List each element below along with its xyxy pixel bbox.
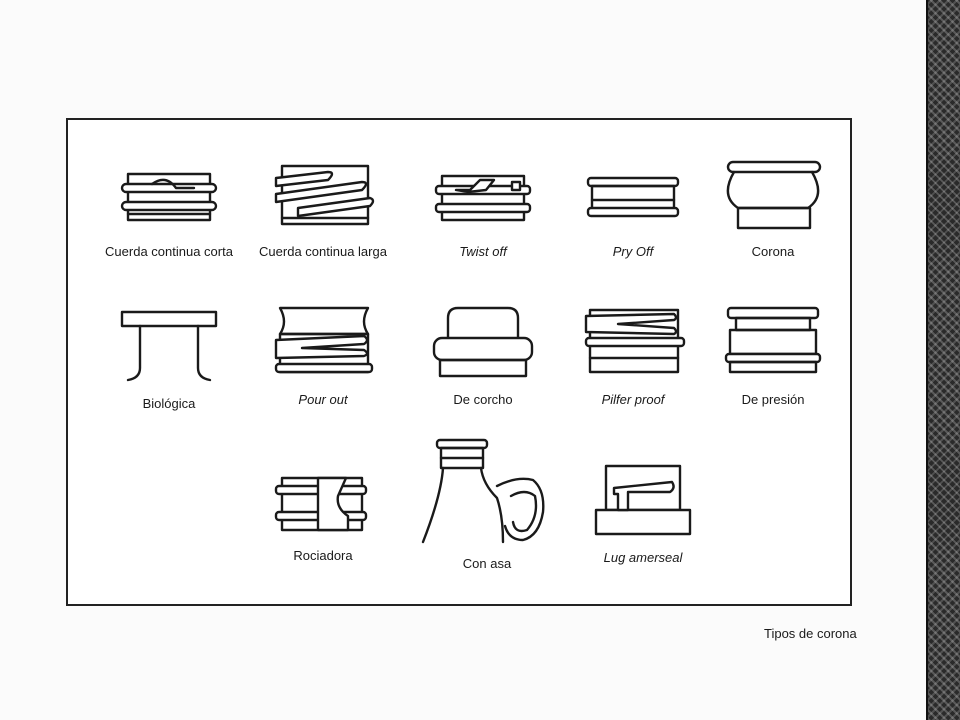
figure-item: De corcho — [408, 302, 558, 407]
handled-jug-icon — [421, 438, 545, 544]
pilfer-proof-icon — [584, 308, 686, 374]
item-label: Pour out — [298, 392, 348, 407]
figure-item: Cuerda continua corta — [94, 160, 244, 259]
decorative-side-strip — [926, 0, 960, 720]
item-label: Lug amerseal — [603, 550, 683, 565]
biological-finish-icon — [120, 310, 218, 382]
item-label: Biológica — [142, 396, 196, 411]
twist-off-icon — [434, 174, 532, 222]
figure-item: Cuerda continua larga — [248, 160, 398, 259]
cork-finish-icon — [432, 306, 534, 378]
figure-item: Pour out — [248, 302, 398, 407]
figure-item: Corona — [698, 156, 848, 259]
press-finish-icon — [724, 306, 822, 374]
figure-item: Biológica — [94, 306, 244, 411]
figure-item: De presión — [698, 302, 848, 407]
lug-amerseal-icon — [594, 464, 692, 536]
short-continuous-thread-icon — [120, 172, 218, 222]
figure-item: Lug amerseal — [568, 460, 718, 565]
item-label: Cuerda continua corta — [105, 244, 233, 259]
item-label: Rociadora — [293, 548, 353, 563]
sprayer-finish-icon — [274, 476, 368, 532]
item-label: Twist off — [459, 244, 507, 259]
item-label: De corcho — [453, 392, 513, 407]
pour-out-icon — [274, 306, 374, 374]
item-label: Corona — [751, 244, 795, 259]
item-label: Con asa — [462, 556, 512, 571]
figure-item: Twist off — [408, 160, 558, 259]
figure-frame: Cuerda continua corta Cuerda continua la… — [66, 118, 852, 606]
document-page: Cuerda continua corta Cuerda continua la… — [66, 118, 857, 641]
figure-item: Con asa — [412, 436, 562, 571]
figure-item: Pry Off — [558, 160, 708, 259]
figure-item: Pilfer proof — [558, 302, 708, 407]
item-label: Pilfer proof — [601, 392, 665, 407]
item-label: De presión — [741, 392, 805, 407]
long-continuous-thread-icon — [274, 164, 375, 226]
item-label: Pry Off — [612, 244, 654, 259]
crown-finish-icon — [726, 160, 822, 230]
pry-off-icon — [586, 176, 680, 218]
figure-caption: Tipos de corona — [764, 626, 857, 641]
item-label: Cuerda continua larga — [259, 244, 387, 259]
figure-item: Rociadora — [248, 468, 398, 563]
